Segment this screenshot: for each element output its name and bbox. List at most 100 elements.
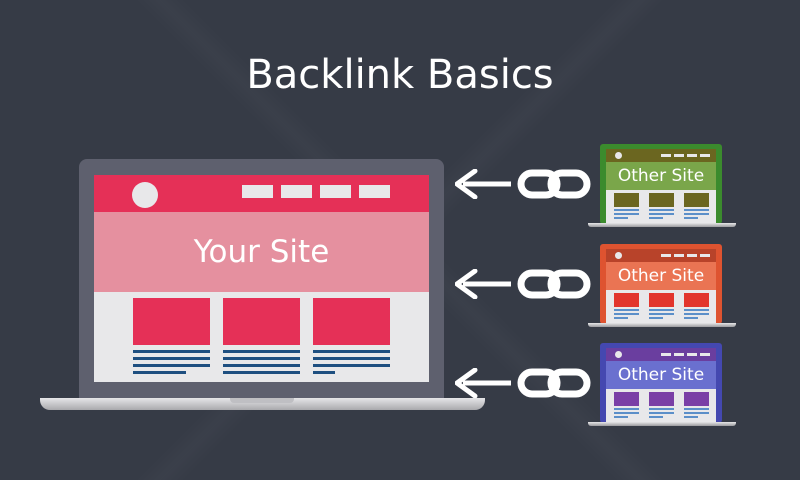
- text-line: [133, 364, 210, 367]
- site-logo-icon: [615, 252, 622, 259]
- site-header: [606, 249, 716, 262]
- page-title: Backlink Basics: [246, 52, 554, 98]
- text-line: [614, 317, 628, 319]
- content-box: [614, 193, 639, 207]
- nav-item: [700, 154, 710, 157]
- text-line: [649, 217, 663, 219]
- nav-item: [687, 154, 697, 157]
- other-site-laptop: Other Site: [588, 244, 736, 327]
- other-site-label: Other Site: [606, 361, 716, 389]
- text-line: [223, 364, 300, 367]
- text-line: [649, 209, 674, 211]
- text-line: [684, 412, 709, 414]
- text-line: [684, 213, 709, 215]
- nav-item: [281, 185, 312, 198]
- laptop-base: [588, 323, 736, 327]
- text-line: [313, 371, 335, 374]
- text-line: [649, 412, 674, 414]
- content-box: [649, 392, 674, 406]
- other-site-screen: Other Site: [606, 348, 716, 422]
- other-site-screen: Other Site: [606, 249, 716, 323]
- other-site-screen: Other Site: [606, 149, 716, 223]
- site-header: [606, 348, 716, 361]
- text-line: [223, 350, 300, 353]
- site-logo-icon: [615, 152, 622, 159]
- content-box: [614, 293, 639, 307]
- content-card: [223, 298, 300, 345]
- content-box: [684, 193, 709, 207]
- link-chain-icon: [517, 269, 591, 299]
- text-line: [614, 412, 639, 414]
- text-line: [133, 371, 186, 374]
- text-line: [614, 313, 639, 315]
- text-line: [684, 313, 709, 315]
- text-line: [614, 213, 639, 215]
- arrow-left-icon: [455, 368, 511, 398]
- text-line: [649, 317, 663, 319]
- nav-item: [359, 185, 390, 198]
- nav-item: [661, 353, 671, 356]
- text-line: [684, 317, 698, 319]
- nav-item: [661, 254, 671, 257]
- text-line: [614, 209, 639, 211]
- laptop-base: [588, 422, 736, 426]
- laptop-base: [40, 398, 485, 410]
- site-content: [606, 190, 716, 223]
- nav-item: [674, 254, 684, 257]
- text-line: [684, 309, 709, 311]
- text-line: [133, 357, 210, 360]
- content-box: [684, 293, 709, 307]
- site-content: [606, 290, 716, 323]
- text-line: [649, 416, 663, 418]
- content-box: [684, 392, 709, 406]
- nav-item: [320, 185, 351, 198]
- nav-item: [687, 353, 697, 356]
- laptop-notch: [230, 398, 294, 403]
- text-line: [649, 213, 674, 215]
- text-line: [313, 350, 390, 353]
- text-line: [614, 217, 628, 219]
- content-box: [614, 392, 639, 406]
- nav-item: [700, 254, 710, 257]
- text-line: [684, 209, 709, 211]
- text-line: [133, 350, 210, 353]
- nav-item: [661, 154, 671, 157]
- text-line: [223, 371, 300, 374]
- content-box: [649, 193, 674, 207]
- other-site-label: Other Site: [606, 162, 716, 190]
- text-line: [223, 357, 300, 360]
- site-content: [606, 389, 716, 422]
- text-line: [614, 408, 639, 410]
- nav-item: [700, 353, 710, 356]
- text-line: [614, 416, 628, 418]
- text-line: [649, 309, 674, 311]
- text-line: [313, 364, 390, 367]
- arrow-left-icon: [455, 169, 511, 199]
- site-header: [94, 175, 429, 212]
- text-line: [313, 357, 390, 360]
- other-site-label: Other Site: [606, 262, 716, 290]
- text-line: [614, 309, 639, 311]
- site-logo-icon: [615, 351, 622, 358]
- nav-item: [674, 353, 684, 356]
- nav-item: [242, 185, 273, 198]
- other-site-laptop: Other Site: [588, 144, 736, 227]
- laptop-lid: Your Site: [79, 159, 444, 399]
- content-box: [649, 293, 674, 307]
- your-site-screen: Your Site: [94, 175, 429, 382]
- text-line: [684, 408, 709, 410]
- site-logo-icon: [132, 182, 158, 208]
- site-header: [606, 149, 716, 162]
- nav-item: [674, 154, 684, 157]
- content-card: [313, 298, 390, 345]
- other-site-laptop: Other Site: [588, 343, 736, 426]
- text-line: [649, 313, 674, 315]
- link-chain-icon: [517, 169, 591, 199]
- text-line: [649, 408, 674, 410]
- text-line: [684, 217, 698, 219]
- laptop-base: [588, 223, 736, 227]
- link-chain-icon: [517, 368, 591, 398]
- text-line: [684, 416, 698, 418]
- your-site-label: Your Site: [94, 212, 429, 292]
- arrow-left-icon: [455, 269, 511, 299]
